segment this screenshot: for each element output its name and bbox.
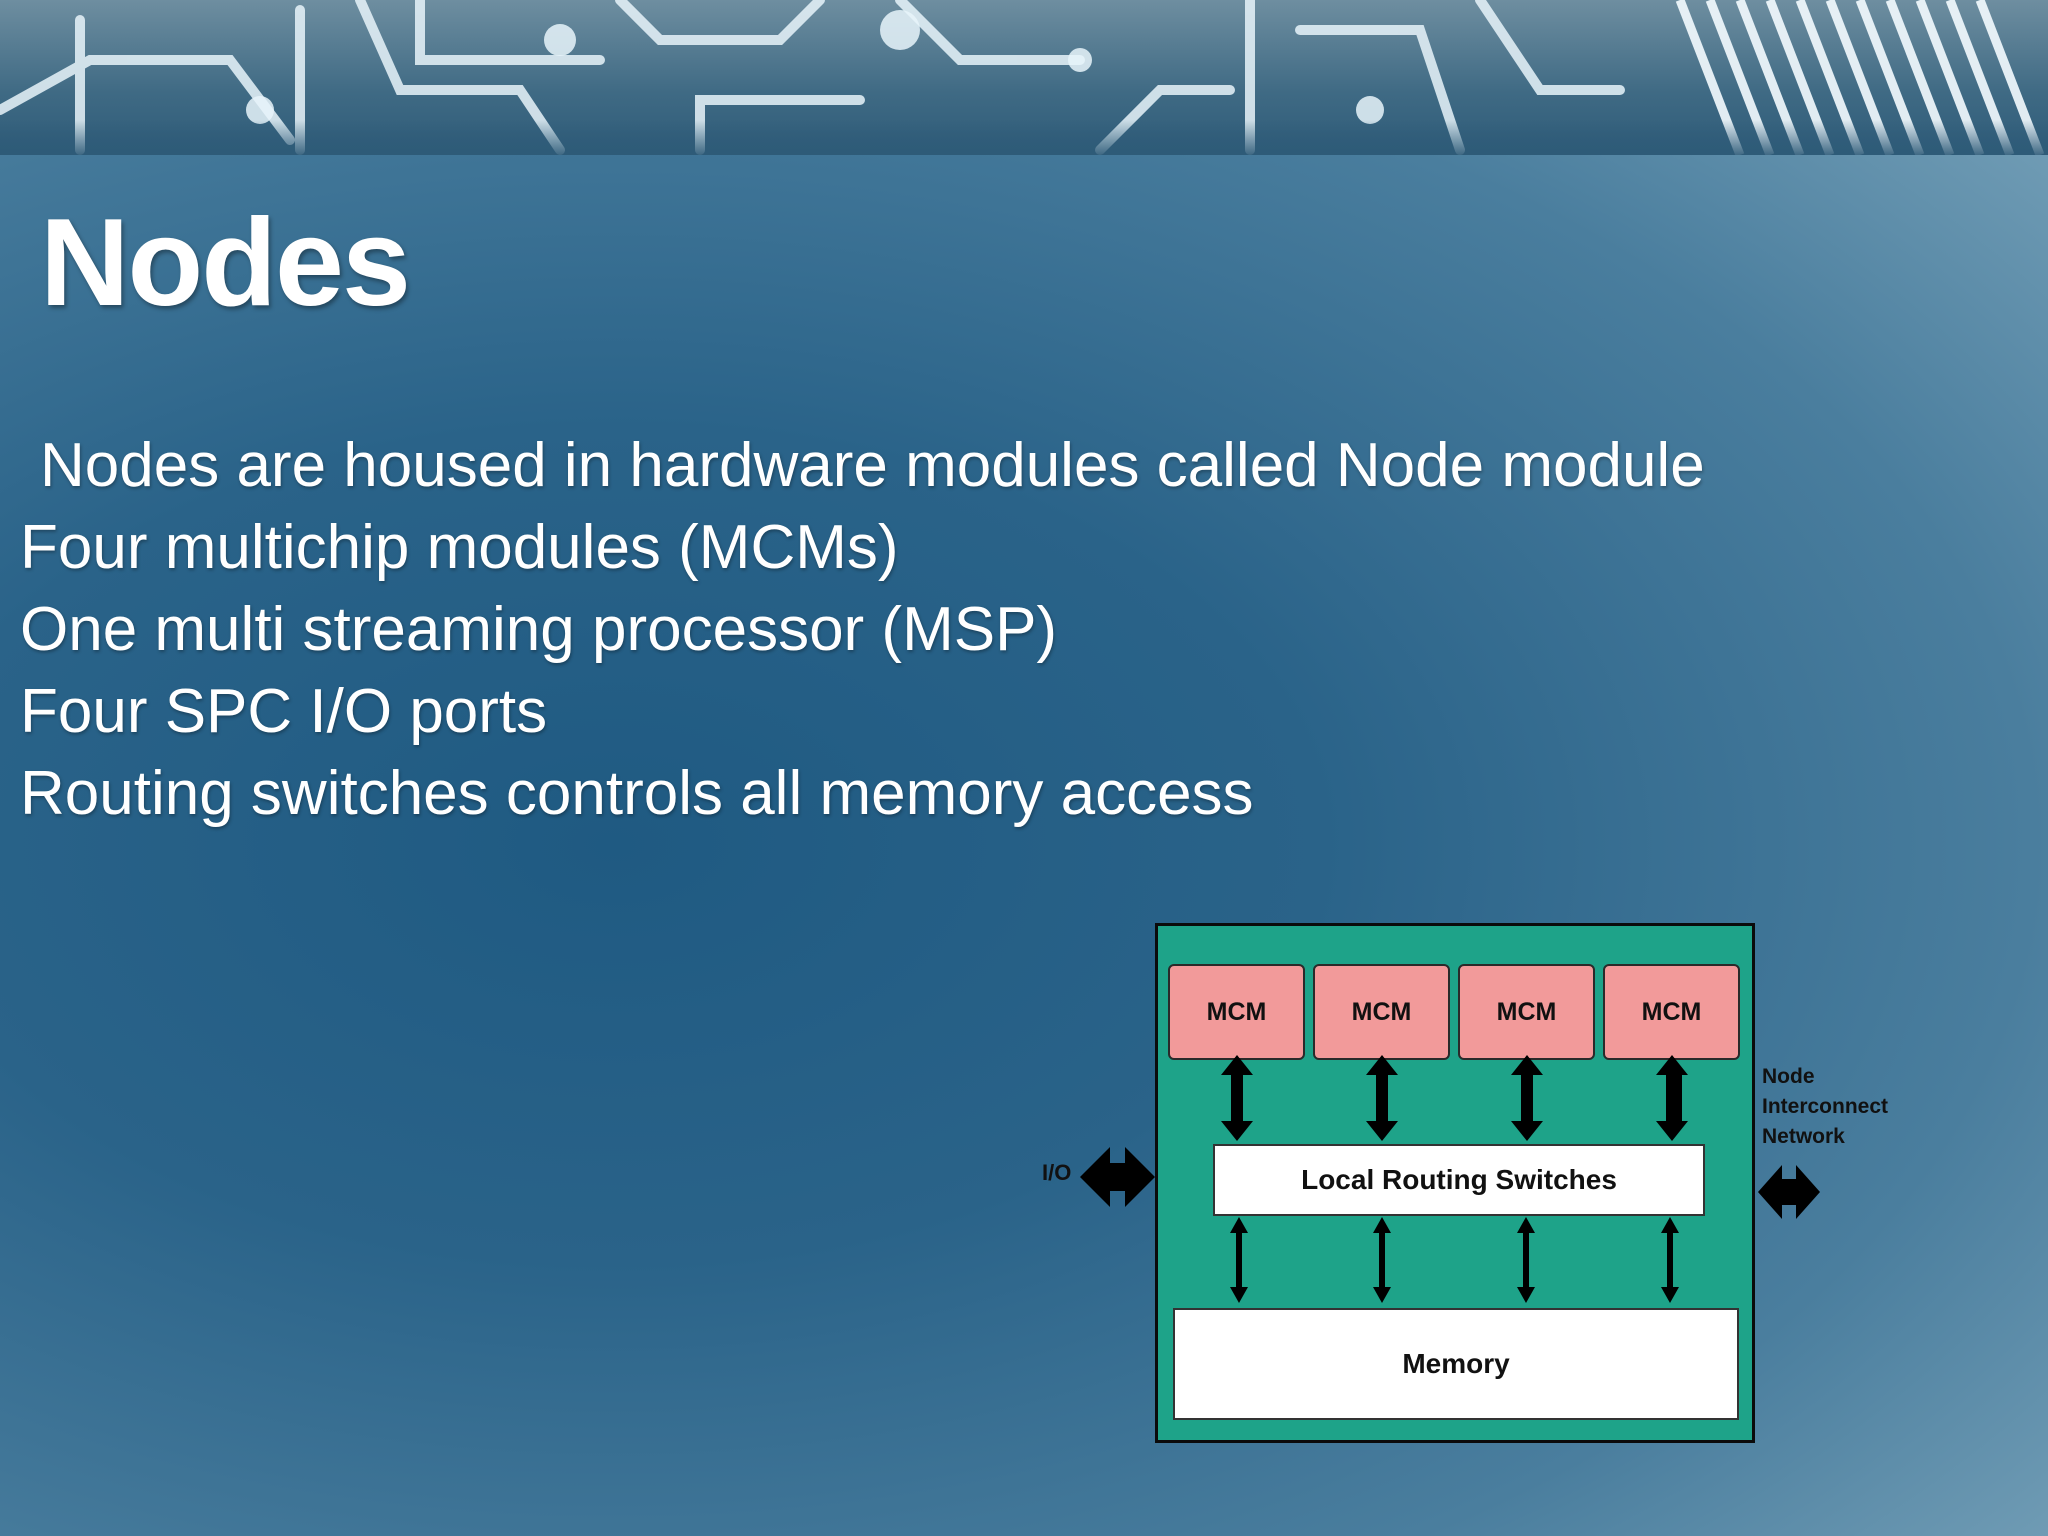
node-board: MCM MCM MCM MCM Local Routing Switches M… (1155, 923, 1755, 1443)
local-routing-switches: Local Routing Switches (1213, 1144, 1705, 1216)
mcm-box: MCM (1603, 964, 1740, 1060)
banner-fade (0, 120, 2048, 155)
memory-block: Memory (1173, 1308, 1739, 1420)
switch-memory-arrow (1517, 1217, 1535, 1303)
slide-title: Nodes (40, 194, 411, 332)
io-label: I/O (1042, 1160, 1072, 1185)
network-arrow (1758, 1165, 1820, 1219)
bullet-item: Nodes are housed in hardware modules cal… (40, 431, 1705, 500)
mcm-switch-arrow (1656, 1055, 1688, 1141)
bullet-item: Routing switches controls all memory acc… (20, 759, 1254, 828)
mcm-switch-arrow (1366, 1055, 1398, 1141)
circuit-banner (0, 0, 2048, 155)
switch-memory-arrow (1373, 1217, 1391, 1303)
node-module-diagram: MCM MCM MCM MCM Local Routing Switches M… (1030, 915, 1890, 1455)
network-label-line: Node (1762, 1065, 1815, 1088)
network-label-line: Network (1762, 1125, 1845, 1148)
bullet-item: Four SPC I/O ports (20, 677, 548, 746)
network-label-line: Interconnect (1762, 1095, 1889, 1118)
network-label: Node Interconnect Network (1762, 1062, 1892, 1152)
io-arrow (1080, 1147, 1155, 1207)
mcm-switch-arrow (1221, 1055, 1253, 1141)
mcm-switch-arrow (1511, 1055, 1543, 1141)
mcm-box: MCM (1458, 964, 1595, 1060)
bullet-item: One multi streaming processor (MSP) (20, 595, 1058, 664)
connector-arrows (1080, 1055, 1820, 1303)
mcm-box: MCM (1168, 964, 1305, 1060)
bullet-item: Four multichip modules (MCMs) (20, 513, 899, 582)
bullet-list: Nodes are housed in hardware modules cal… (20, 425, 1705, 835)
switch-memory-arrow (1661, 1217, 1679, 1303)
switch-memory-arrow (1230, 1217, 1248, 1303)
